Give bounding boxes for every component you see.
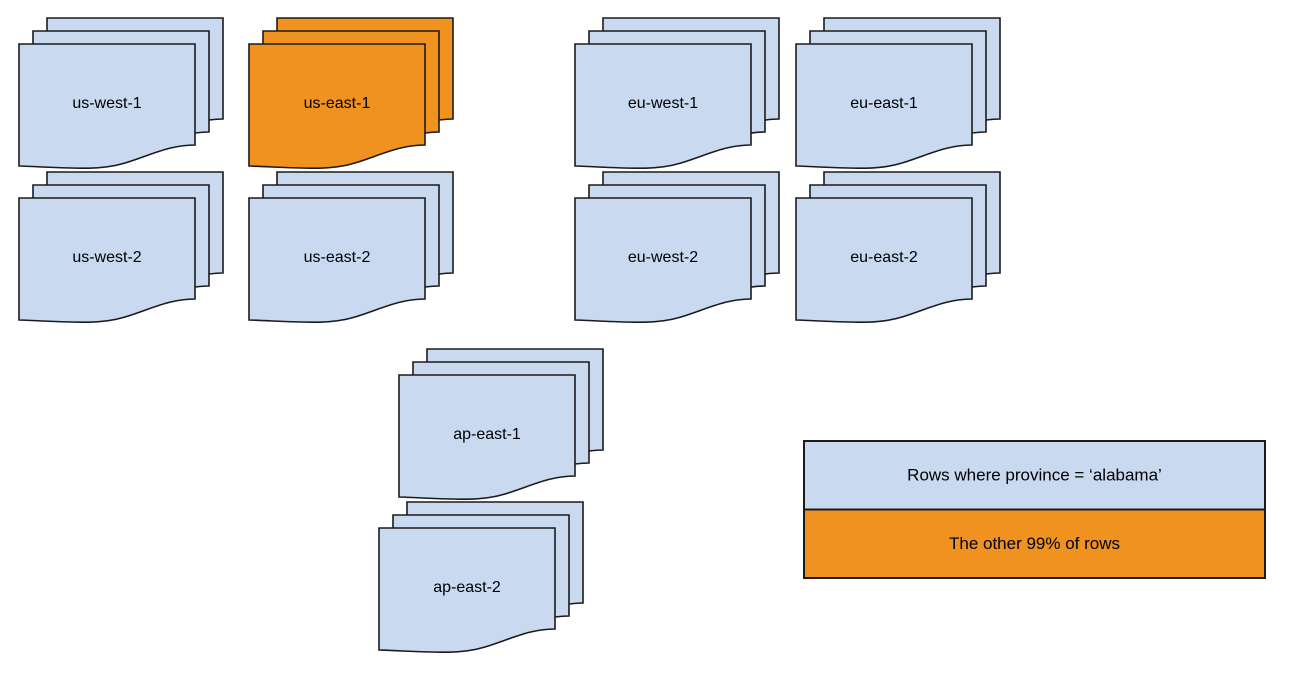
- stack-label-us-east-1: us-east-1: [304, 95, 371, 112]
- document-stack-eu-east-1[interactable]: eu-east-1: [795, 17, 1001, 170]
- document-stack-us-east-2[interactable]: us-east-2: [248, 171, 454, 324]
- stack-label-eu-west-1: eu-west-1: [628, 95, 698, 112]
- stack-label-us-west-2: us-west-2: [72, 249, 141, 266]
- document-stack-us-west-2[interactable]: us-west-2: [18, 171, 224, 324]
- stack-label-ap-east-2: ap-east-2: [433, 579, 501, 596]
- legend-swatch-legend-orange: [803, 508, 1266, 579]
- legend-label-legend-blue: Rows where province = ‘alabama’: [907, 466, 1162, 485]
- document-stack-ap-east-2[interactable]: ap-east-2: [378, 501, 584, 654]
- document-stack-eu-west-1[interactable]: eu-west-1: [574, 17, 780, 170]
- stack-label-ap-east-1: ap-east-1: [453, 426, 521, 443]
- document-stack-ap-east-1[interactable]: ap-east-1: [398, 348, 604, 501]
- document-stack-eu-east-2[interactable]: eu-east-2: [795, 171, 1001, 324]
- stack-label-eu-east-1: eu-east-1: [850, 95, 918, 112]
- stack-label-us-east-2: us-east-2: [304, 249, 371, 266]
- stack-label-eu-east-2: eu-east-2: [850, 249, 918, 266]
- document-stack-eu-west-2[interactable]: eu-west-2: [574, 171, 780, 324]
- document-stack-us-east-1[interactable]: us-east-1: [248, 17, 454, 170]
- legend: Rows where province = ‘alabama’ The other…: [803, 440, 1266, 579]
- stacks-layer: us-west-1 us-east-1 eu-west-1 eu-east-1 us-w…: [18, 17, 1001, 654]
- legend-swatch-legend-blue: [803, 440, 1266, 511]
- stack-label-us-west-1: us-west-1: [72, 95, 141, 112]
- document-stack-us-west-1[interactable]: us-west-1: [18, 17, 224, 170]
- stack-label-eu-west-2: eu-west-2: [628, 249, 698, 266]
- legend-label-legend-orange: The other 99% of rows: [949, 534, 1120, 553]
